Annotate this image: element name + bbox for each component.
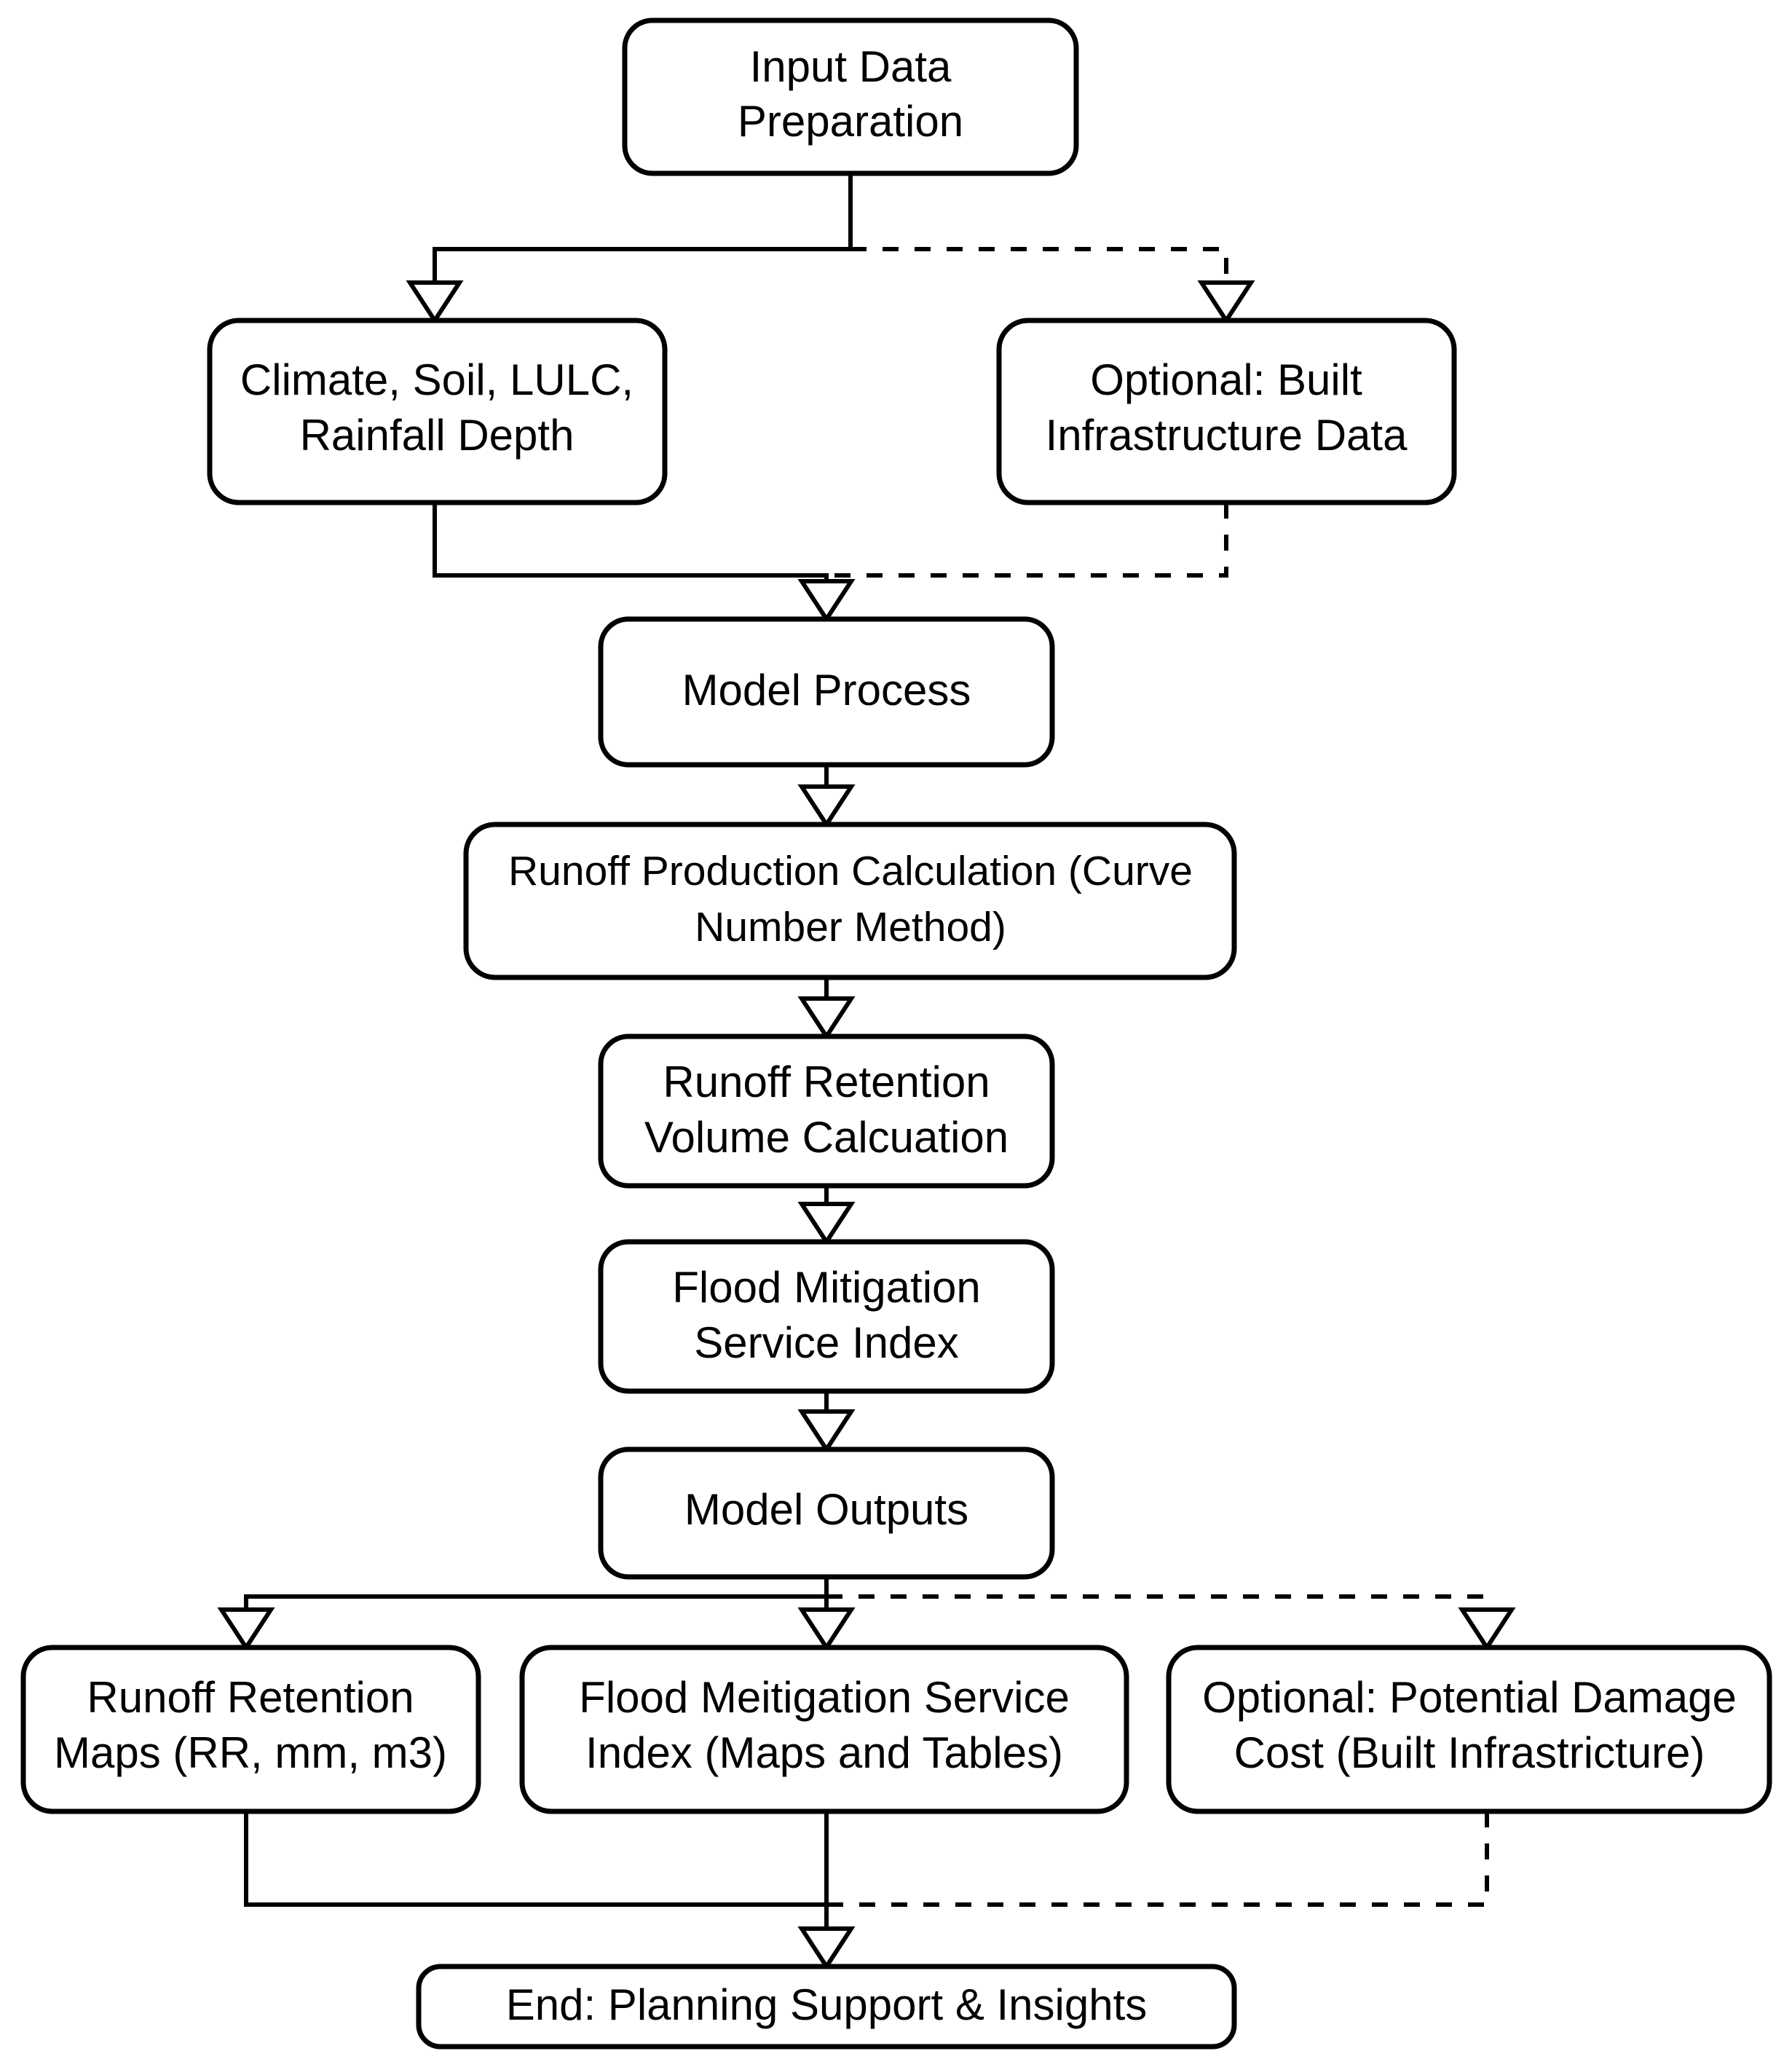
node-shape-input-data-preparation[interactable] <box>622 17 1079 176</box>
node-label-climate-line2: Rainfall Depth <box>300 411 575 460</box>
node-shape-optional-potential-damage-cost[interactable] <box>1166 1645 1772 1814</box>
node-label-runoff-production-line1: Runoff Production Calculation (Curve <box>508 848 1193 894</box>
node-label-rr-maps-line2: Maps (RR, mm, m3) <box>54 1728 447 1777</box>
node-label-runoff-production-line2: Number Method) <box>695 904 1006 950</box>
edge-fm-index-to-model-outputs <box>797 1391 856 1454</box>
arrowhead-to-fmsi-maps <box>797 1607 856 1652</box>
node-flood-mitigation-service-index[interactable]: Flood Mitigation Service Index <box>598 1239 1055 1394</box>
node-label-climate-line1: Climate, Soil, LULC, <box>240 355 633 404</box>
edge-model-process-to-runoff-production <box>797 765 856 829</box>
node-climate-soil-lulc-rainfall-depth[interactable]: Climate, Soil, LULC, Rainfall Depth <box>207 318 668 505</box>
node-runoff-retention-maps[interactable]: Runoff Retention Maps (RR, mm, m3) <box>20 1645 481 1814</box>
node-label-rr-maps-line1: Runoff Retention <box>87 1673 414 1722</box>
node-input-data-preparation[interactable]: Input Data Preparation <box>622 17 1079 176</box>
edge-layer <box>217 173 1516 1971</box>
edge-model-outputs-to-rr-maps <box>244 1577 829 1613</box>
node-flood-meitigation-service-index-maps-tables[interactable]: Flood Meitigation Service Index (Maps an… <box>519 1645 1129 1814</box>
node-label-input-data-preparation-line2: Preparation <box>738 97 963 146</box>
node-label-model-process: Model Process <box>682 666 971 714</box>
edge-input-to-built-infra <box>850 247 1228 286</box>
arrowhead-to-rr-maps <box>217 1607 275 1652</box>
node-label-damage-cost-line1: Optional: Potential Damage <box>1202 1673 1737 1722</box>
node-shape-flood-meitigation-service-index-maps-tables[interactable] <box>519 1645 1129 1814</box>
arrowhead-to-model-process <box>797 579 856 623</box>
arrowhead-to-built-infra <box>1197 280 1255 325</box>
node-label-fmsi-maps-line1: Flood Meitigation Service <box>579 1673 1070 1722</box>
node-label-fmsi-maps-line2: Index (Maps and Tables) <box>585 1728 1063 1777</box>
node-optional-built-infrastructure-data[interactable]: Optional: Built Infrastructure Data <box>996 318 1457 505</box>
node-shape-climate-soil-lulc-rainfall-depth[interactable] <box>207 318 668 505</box>
node-optional-potential-damage-cost[interactable]: Optional: Potential Damage Cost (Built I… <box>1166 1645 1772 1814</box>
edge-runoff-production-to-retention-volume <box>797 977 856 1041</box>
edge-retention-volume-to-fm-index <box>797 1186 856 1246</box>
node-label-built-infra-line1: Optional: Built <box>1090 355 1362 404</box>
edge-climate-to-model-process <box>433 503 829 583</box>
arrowhead-to-climate <box>406 280 464 325</box>
node-runoff-retention-volume-calcuation[interactable]: Runoff Retention Volume Calcuation <box>598 1034 1055 1189</box>
node-shape-model-outputs[interactable] <box>598 1446 1055 1580</box>
node-label-fm-index-line1: Flood Mitigation <box>672 1263 981 1312</box>
node-model-outputs[interactable]: Model Outputs <box>598 1446 1055 1580</box>
edge-rr-maps-to-end <box>244 1811 829 1930</box>
edge-built-infra-to-model-process <box>826 503 1228 578</box>
arrowhead-to-damage-cost <box>1458 1607 1516 1652</box>
edge-model-outputs-to-damage-cost <box>826 1594 1489 1613</box>
node-shape-model-process[interactable] <box>598 616 1055 768</box>
node-model-process[interactable]: Model Process <box>598 616 1055 768</box>
arrowhead-to-end <box>797 1926 856 1971</box>
node-label-damage-cost-line2: Cost (Built Infrastricture) <box>1234 1728 1705 1777</box>
edge-damage-cost-to-end <box>826 1811 1489 1907</box>
node-runoff-production-calculation[interactable]: Runoff Production Calculation (Curve Num… <box>463 822 1237 980</box>
node-label-model-outputs: Model Outputs <box>684 1485 968 1534</box>
node-shape-end-planning-support-insights[interactable] <box>416 1964 1237 2050</box>
node-shape-runoff-production-calculation[interactable] <box>463 822 1237 980</box>
node-label-built-infra-line2: Infrastructure Data <box>1046 411 1408 460</box>
node-label-retention-volume-line2: Volume Calcuation <box>644 1113 1009 1162</box>
edge-input-to-climate <box>433 173 853 286</box>
node-shape-runoff-retention-maps[interactable] <box>20 1645 481 1814</box>
node-label-fm-index-line2: Service Index <box>694 1318 959 1367</box>
node-label-input-data-preparation-line1: Input Data <box>750 42 952 91</box>
node-shape-optional-built-infrastructure-data[interactable] <box>996 318 1457 505</box>
node-shape-runoff-retention-volume-calcuation[interactable] <box>598 1034 1055 1189</box>
node-label-retention-volume-line1: Runoff Retention <box>663 1058 990 1106</box>
node-layer: Input Data Preparation Climate, Soil, LU… <box>20 17 1772 2050</box>
node-end-planning-support-insights[interactable]: End: Planning Support & Insights <box>416 1964 1237 2050</box>
node-label-end-planning-support-insights: End: Planning Support & Insights <box>506 1980 1148 2029</box>
node-shape-flood-mitigation-service-index[interactable] <box>598 1239 1055 1394</box>
